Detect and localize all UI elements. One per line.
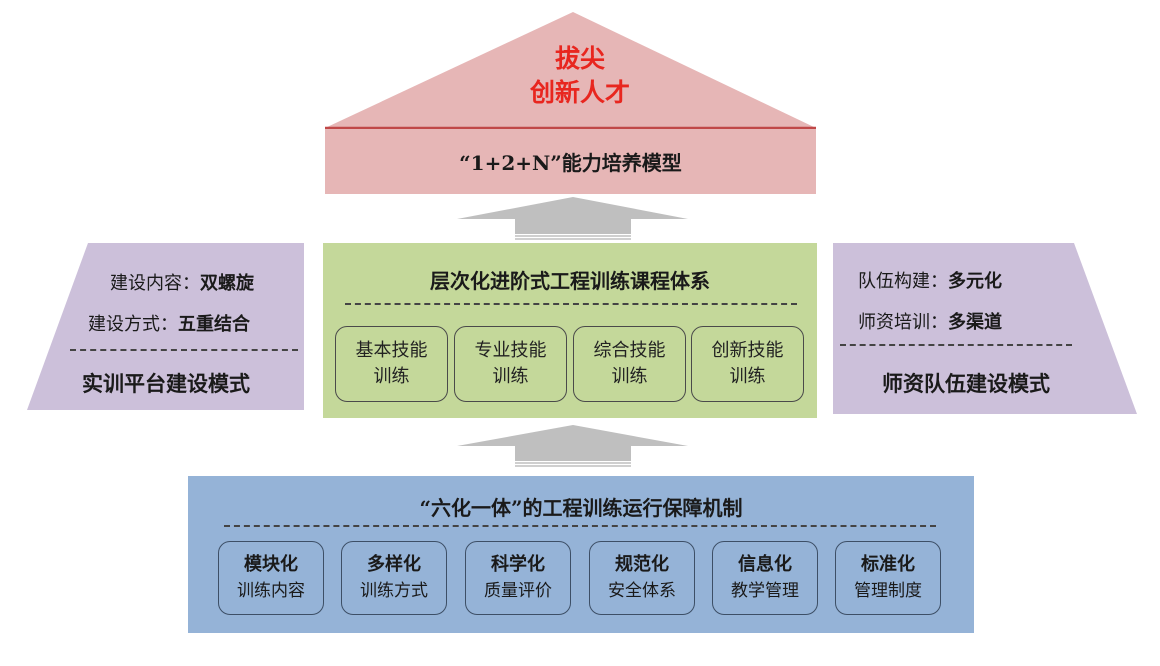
skill-line2: 训练 (492, 366, 529, 387)
left-divider (70, 349, 298, 351)
left-row-content-value: 双螺旋 (200, 273, 254, 294)
up-arrow-top (457, 197, 688, 240)
course-divider (345, 303, 797, 305)
right-row-team-value: 多元化 (948, 271, 1002, 292)
guarantee-item-sub: 管理制度 (854, 581, 922, 601)
left-row-method: 建设方式：五重结合 (88, 310, 250, 336)
guarantee-item-informatized: 信息化 教学管理 (712, 541, 818, 615)
left-row-method-value: 五重结合 (178, 314, 250, 335)
skill-line2: 训练 (729, 366, 766, 387)
skill-box-innovation: 创新技能 训练 (691, 326, 804, 402)
roof-title-line1: 拔尖 (554, 44, 605, 73)
right-row-training-label: 师资培训： (858, 312, 948, 333)
guarantee-item-title: 规范化 (615, 554, 669, 575)
guarantee-divider (224, 525, 936, 527)
guarantee-item-sub: 质量评价 (484, 581, 552, 601)
guarantee-item-scientific: 科学化 质量评价 (465, 541, 571, 615)
guarantee-title: “六化一体”的工程训练运行保障机制 (419, 496, 743, 520)
left-trapezoid (27, 243, 304, 410)
right-divider (840, 344, 1072, 346)
guarantee-item-title: 多样化 (367, 554, 421, 575)
left-panel-title: 实训平台建设模式 (82, 371, 250, 396)
skill-line1: 基本技能 (355, 340, 428, 361)
guarantee-item-sub: 训练方式 (360, 581, 428, 601)
guarantee-item-sub: 训练内容 (237, 581, 305, 601)
guarantee-item-title: 信息化 (738, 554, 792, 575)
roof-title-line2: 创新人才 (529, 78, 630, 107)
course-system-title: 层次化进阶式工程训练课程体系 (430, 269, 710, 293)
capability-model-box: “1+2+N”能力培养模型 (325, 128, 816, 194)
skill-line1: 专业技能 (474, 340, 547, 361)
skill-line2: 训练 (611, 366, 648, 387)
guarantee-item-title: 标准化 (861, 554, 915, 575)
skill-box-comprehensive: 综合技能 训练 (573, 326, 686, 402)
skill-line1: 创新技能 (711, 340, 784, 361)
guarantee-item-standardized-safety: 规范化 安全体系 (589, 541, 695, 615)
skill-line1: 综合技能 (593, 340, 666, 361)
right-panel-title: 师资队伍建设模式 (882, 371, 1050, 396)
guarantee-item-sub: 教学管理 (731, 581, 799, 601)
guarantee-item-diversified: 多样化 训练方式 (341, 541, 447, 615)
skill-line2: 训练 (373, 366, 410, 387)
capability-model-label: “1+2+N”能力培养模型 (459, 151, 682, 175)
guarantee-item-sub: 安全体系 (608, 581, 676, 601)
left-row-method-label: 建设方式： (88, 314, 178, 335)
guarantee-item-title: 模块化 (244, 554, 298, 575)
guarantee-item-modular: 模块化 训练内容 (218, 541, 324, 615)
guarantee-item-title: 科学化 (491, 554, 545, 575)
left-row-content-label: 建设内容： (110, 273, 200, 294)
right-row-team-label: 队伍构建： (858, 271, 948, 292)
skill-box-basic: 基本技能 训练 (335, 326, 448, 402)
right-trapezoid (833, 243, 1137, 414)
skill-box-professional: 专业技能 训练 (454, 326, 567, 402)
right-row-training-value: 多渠道 (948, 312, 1002, 333)
left-row-content: 建设内容：双螺旋 (110, 269, 254, 295)
right-row-training: 师资培训：多渠道 (858, 308, 1002, 334)
guarantee-mechanism-box: “六化一体”的工程训练运行保障机制 模块化 训练内容 多样化 训练方式 科学化 … (188, 476, 974, 633)
right-row-team: 队伍构建：多元化 (858, 267, 1002, 293)
course-system-box: 层次化进阶式工程训练课程体系 基本技能 训练 专业技能 训练 综合技能 训练 创… (323, 243, 817, 418)
up-arrow-bottom (457, 425, 688, 467)
guarantee-item-standardization: 标准化 管理制度 (835, 541, 941, 615)
